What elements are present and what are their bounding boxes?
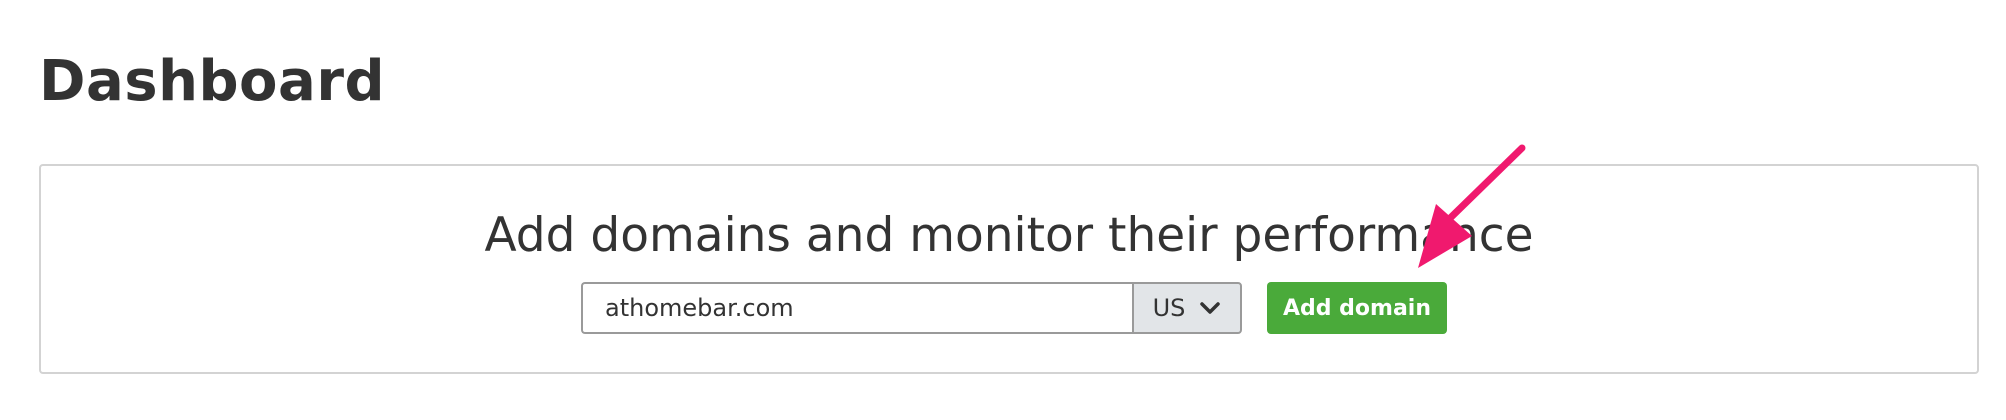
add-domain-button[interactable]: Add domain bbox=[1267, 282, 1447, 334]
add-domain-panel: Add domains and monitor their performanc… bbox=[39, 164, 1979, 374]
page-title: Dashboard bbox=[39, 49, 386, 114]
chevron-down-icon bbox=[1200, 302, 1221, 314]
domain-input[interactable] bbox=[581, 282, 1132, 334]
add-domain-form: US Add domain bbox=[581, 282, 1447, 334]
region-select[interactable]: US bbox=[1132, 282, 1242, 334]
panel-heading: Add domains and monitor their performanc… bbox=[484, 208, 1534, 263]
region-select-value: US bbox=[1152, 294, 1186, 322]
